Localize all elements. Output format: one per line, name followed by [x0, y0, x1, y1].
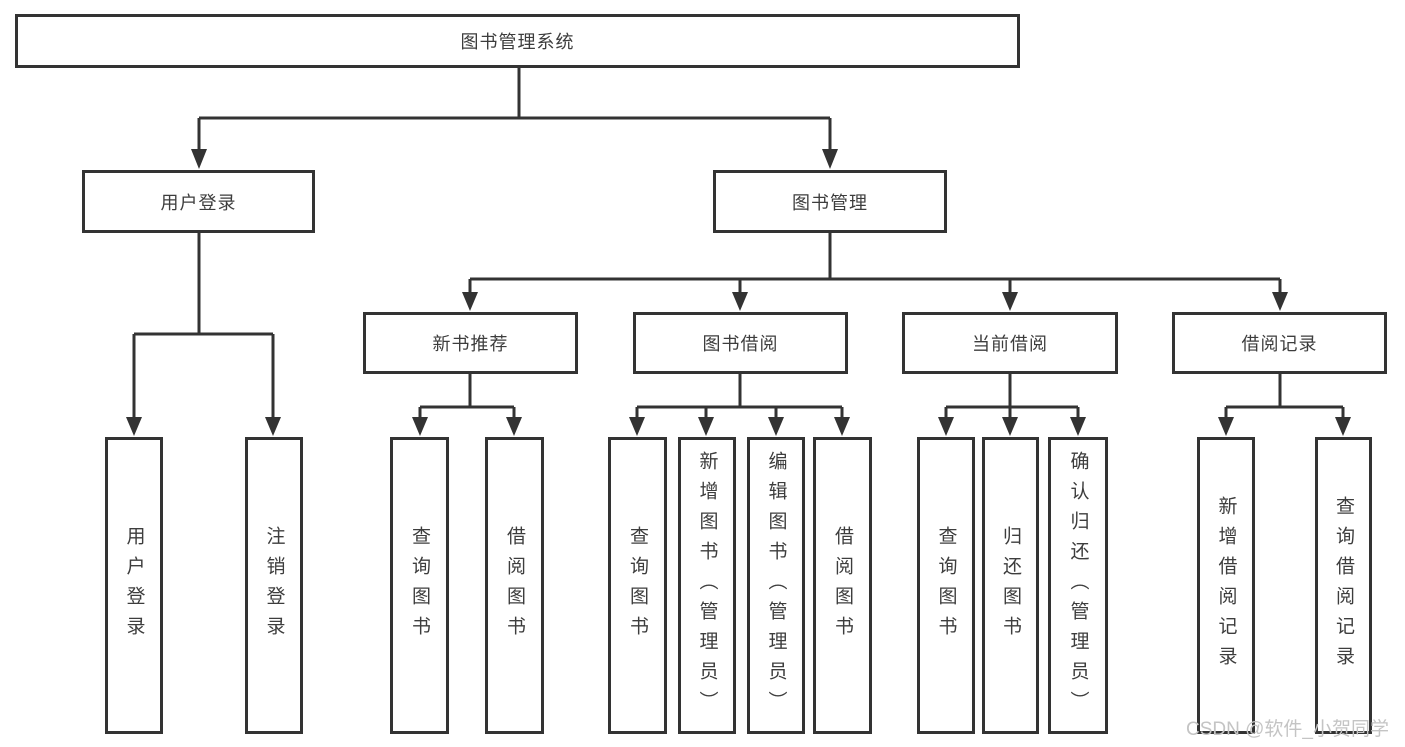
csdn-watermark: CSDN @软件_小贺同学 [1186, 719, 1389, 740]
node-leaf-cb-confirm-return-admin: 确认归还（管理员） [1048, 437, 1108, 734]
connectors-book-management [462, 233, 1288, 311]
node-current-borrowing: 当前借阅 [902, 312, 1118, 374]
node-library-system: 图书管理系统 [15, 14, 1020, 68]
leaf-label: 归还图书 [1000, 525, 1021, 646]
leaf-label: 查询图书 [627, 525, 648, 646]
node-leaf-logout: 注销登录 [245, 437, 303, 734]
node-leaf-cb-query-books: 查询图书 [917, 437, 975, 734]
node-leaf-br-query-record: 查询借阅记录 [1315, 437, 1372, 734]
leaf-label: 查询借阅记录 [1333, 495, 1354, 676]
leaf-label: 查询图书 [409, 525, 430, 646]
node-new-book-recommend: 新书推荐 [363, 312, 578, 374]
connectors-borrowing-records [1218, 374, 1351, 436]
leaf-label: 新增借阅记录 [1215, 495, 1237, 676]
node-leaf-cb-return-books: 归还图书 [982, 437, 1039, 734]
leaf-label: 新增图书（管理员） [696, 450, 718, 721]
leaf-label: 注销登录 [263, 525, 285, 646]
node-leaf-bb-borrow-books: 借阅图书 [813, 437, 872, 734]
node-leaf-bb-add-books-admin: 新增图书（管理员） [678, 437, 736, 734]
node-leaf-br-add-record: 新增借阅记录 [1197, 437, 1255, 734]
connectors-root [191, 68, 838, 169]
leaf-label: 用户登录 [123, 525, 145, 646]
connectors-new-book-recommend [412, 374, 522, 436]
node-book-borrowing: 图书借阅 [633, 312, 848, 374]
node-borrowing-records: 借阅记录 [1172, 312, 1387, 374]
leaf-label: 借阅图书 [504, 525, 525, 646]
connectors-current-borrowing [938, 374, 1086, 436]
leaf-label: 借阅图书 [832, 525, 853, 646]
node-leaf-bb-edit-books-admin: 编辑图书（管理员） [747, 437, 805, 734]
node-user-login: 用户登录 [82, 170, 315, 233]
connectors-user-login [126, 233, 281, 436]
connectors-book-borrowing [629, 374, 850, 436]
node-leaf-user-login: 用户登录 [105, 437, 163, 734]
node-leaf-nb-borrow-books: 借阅图书 [485, 437, 544, 734]
leaf-label: 确认归还（管理员） [1067, 450, 1089, 721]
leaf-label: 查询图书 [935, 525, 957, 646]
node-leaf-bb-query-books: 查询图书 [608, 437, 667, 734]
node-book-management: 图书管理 [713, 170, 947, 233]
node-leaf-nb-query-books: 查询图书 [390, 437, 449, 734]
leaf-label: 编辑图书（管理员） [765, 450, 787, 721]
